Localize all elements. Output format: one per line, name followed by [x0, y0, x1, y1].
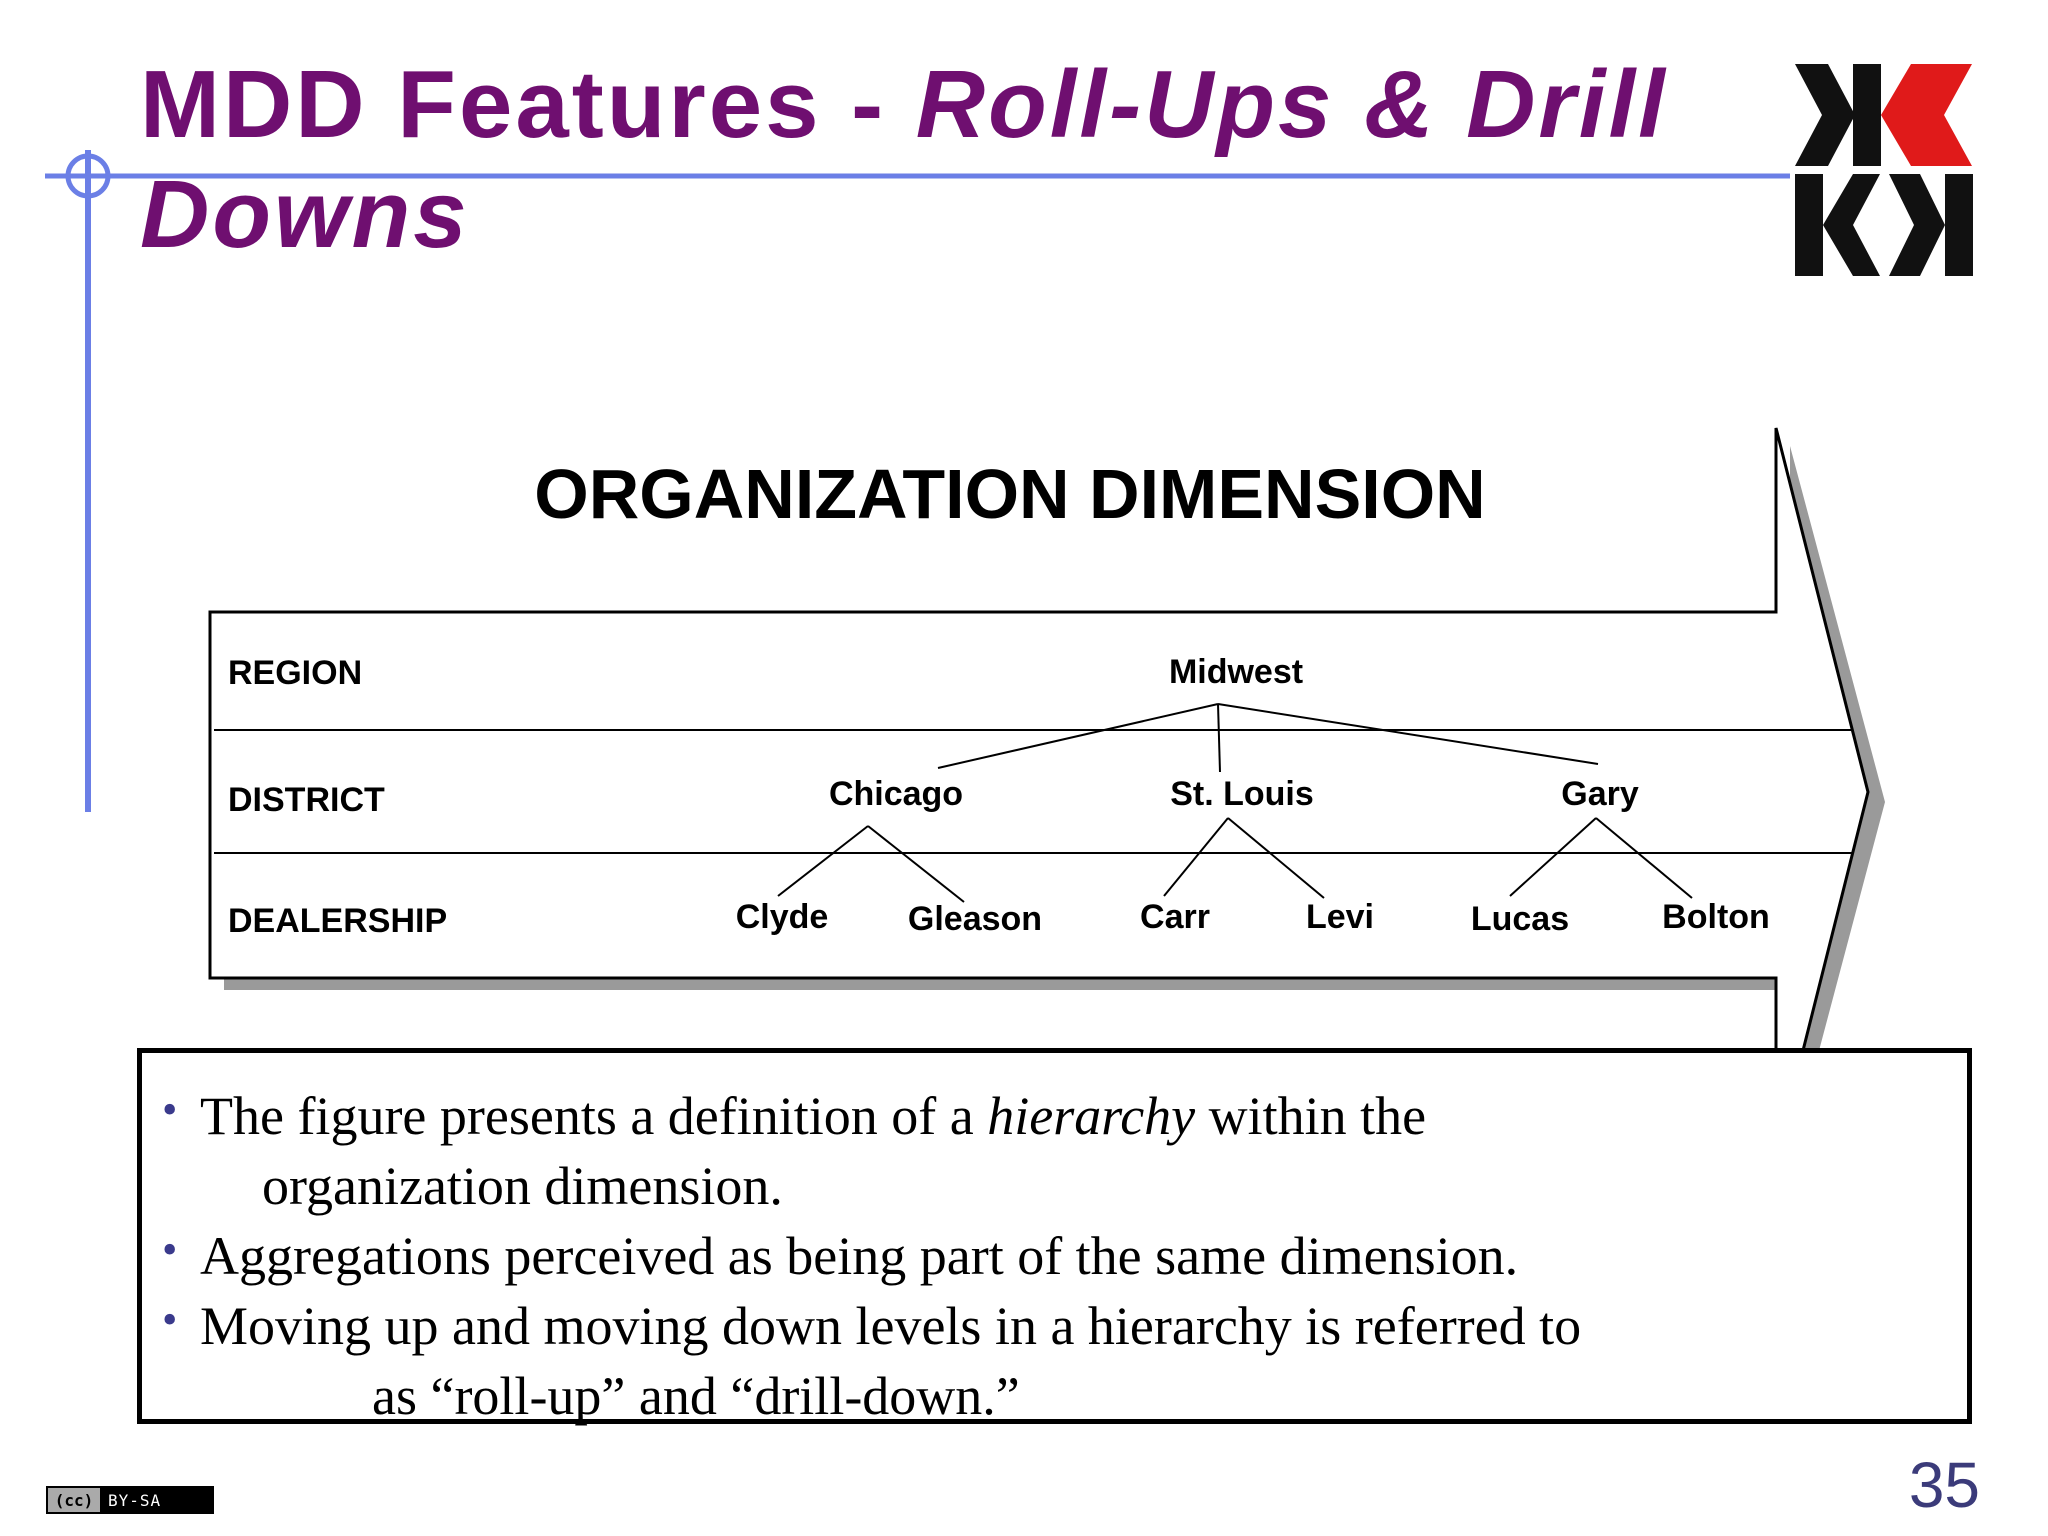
bullet-item: • Moving up and moving down levels in a … — [162, 1291, 1947, 1431]
bullet-dot-icon: • — [162, 1295, 178, 1344]
node-district: Gary — [1561, 775, 1639, 813]
bullet-emphasis: hierarchy — [987, 1086, 1196, 1146]
bullet-continuation: as “roll-up” and “drill-down.” — [372, 1366, 1020, 1426]
license-text: BY-SA — [108, 1490, 162, 1510]
bullet-text: Aggregations perceived as being part of … — [200, 1226, 1519, 1286]
diagram-heading: ORGANIZATION DIMENSION — [534, 455, 1485, 533]
node-dealership: Carr — [1140, 898, 1210, 936]
level-label-dealership: DEALERSHIP — [228, 902, 447, 940]
accent-circle — [65, 153, 111, 199]
node-dealership: Lucas — [1471, 900, 1569, 938]
bullet-text: The figure presents a definition of a — [200, 1086, 988, 1146]
cc-icon: (cc) — [48, 1488, 100, 1512]
license-badge[interactable]: (cc) BY-SA — [46, 1486, 214, 1514]
logo-icon — [1795, 64, 1973, 276]
node-district: St. Louis — [1170, 775, 1314, 813]
page-number: 35 — [1908, 1449, 1980, 1521]
bullet-text: within the — [1195, 1086, 1427, 1146]
bullet-item: • The figure presents a definition of a … — [162, 1081, 1947, 1221]
node-district: Chicago — [829, 775, 963, 813]
level-label-district: DISTRICT — [228, 781, 385, 819]
node-dealership: Clyde — [736, 898, 829, 936]
node-dealership: Levi — [1306, 898, 1374, 936]
dimension-arrow — [208, 427, 1870, 1159]
title-italic: Roll-Ups & Drill Downs — [140, 51, 1668, 268]
bullet-continuation: organization dimension. — [262, 1156, 783, 1216]
level-label-region: REGION — [228, 654, 362, 692]
node-dealership: Gleason — [908, 900, 1042, 938]
node-dealership: Bolton — [1662, 898, 1770, 936]
bullet-item: • Aggregations perceived as being part o… — [162, 1221, 1947, 1291]
bullet-dot-icon: • — [162, 1085, 178, 1134]
slide-title: MDD Features - Roll-Ups & Drill Downs — [140, 50, 1760, 270]
title-plain: MDD Features - — [140, 51, 916, 158]
bullet-dot-icon: • — [162, 1225, 178, 1274]
node-region: Midwest — [1169, 653, 1303, 691]
explanation-box: • The figure presents a definition of a … — [137, 1048, 1972, 1426]
bullet-text: Moving up and moving down levels in a hi… — [200, 1296, 1582, 1356]
hierarchy-connectors — [777, 703, 1693, 903]
